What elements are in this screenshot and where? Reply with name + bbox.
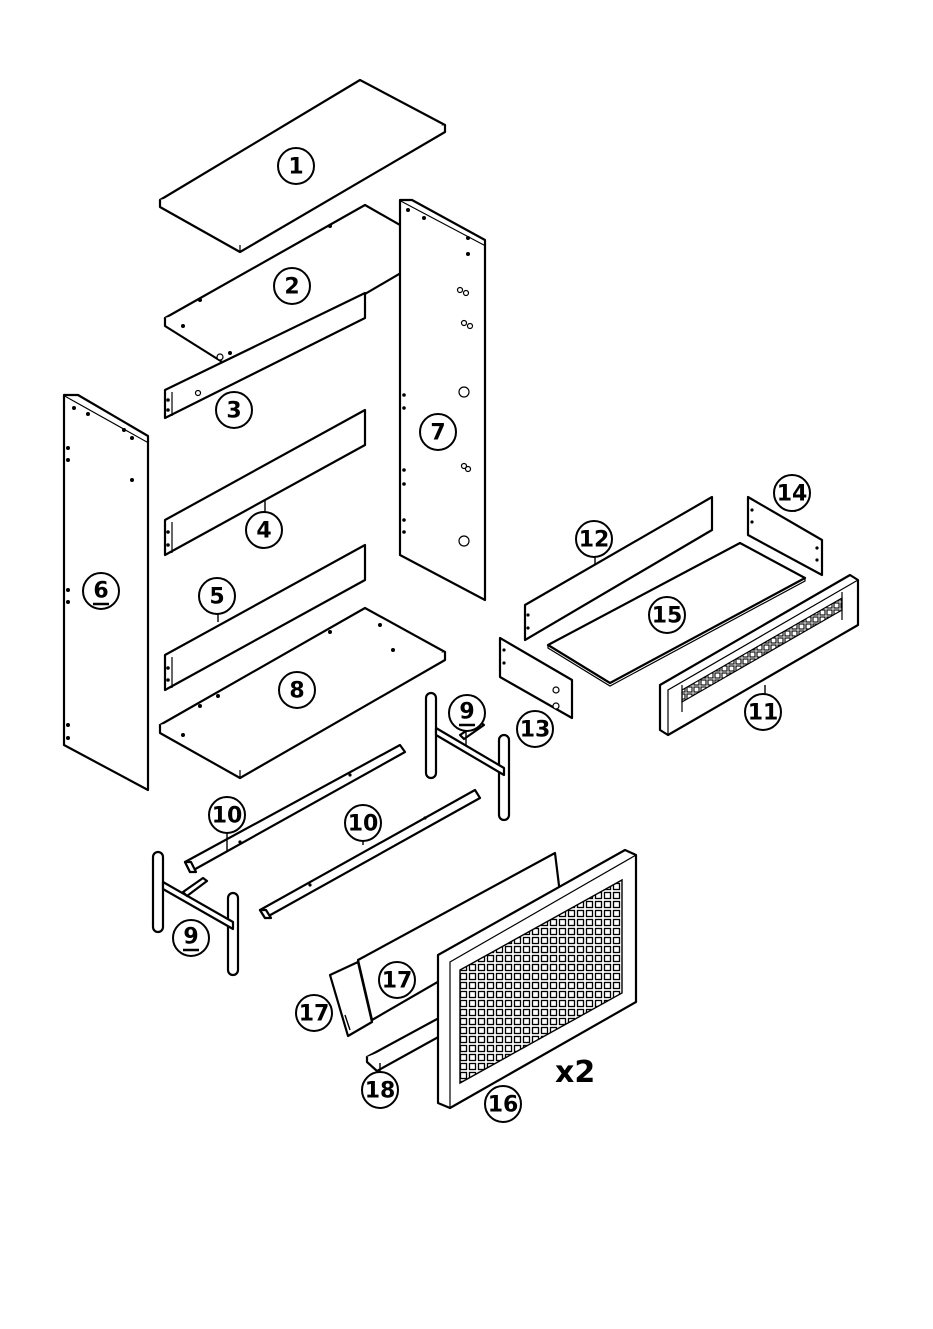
svg-text:17: 17: [382, 969, 413, 994]
svg-text:10: 10: [212, 804, 243, 829]
label-part-17-side: 17: [296, 995, 332, 1031]
label-part-8: 8: [279, 672, 315, 708]
label-part-1: 1: [278, 148, 314, 184]
part-7-side-panel: [400, 200, 485, 600]
label-part-2: 2: [274, 268, 310, 304]
quantity-multiplier: x2: [555, 1055, 595, 1090]
svg-text:14: 14: [777, 482, 808, 507]
label-part-14: 14: [774, 475, 810, 511]
label-part-7: 7: [420, 414, 456, 450]
label-part-3: 3: [216, 392, 252, 428]
svg-text:13: 13: [520, 718, 551, 743]
svg-text:2: 2: [284, 275, 299, 300]
label-part-10-upper: 10: [209, 797, 245, 833]
svg-text:15: 15: [652, 604, 683, 629]
svg-text:4: 4: [256, 519, 271, 544]
svg-text:6: 6: [93, 579, 108, 604]
label-part-18: 18: [362, 1072, 398, 1108]
svg-text:3: 3: [226, 399, 241, 424]
svg-text:1: 1: [288, 155, 303, 180]
svg-text:16: 16: [488, 1093, 519, 1118]
svg-text:11: 11: [748, 701, 779, 726]
label-part-9-right: 9: [449, 695, 485, 731]
label-part-9-left: 9: [173, 920, 209, 956]
label-part-17-front: 17: [379, 962, 415, 998]
svg-text:17: 17: [299, 1002, 330, 1027]
label-part-5: 5: [199, 578, 235, 614]
label-part-10-lower: 10: [345, 805, 381, 841]
svg-text:10: 10: [348, 812, 379, 837]
label-part-13: 13: [517, 711, 553, 747]
label-part-11: 11: [745, 694, 781, 730]
svg-text:9: 9: [459, 700, 474, 725]
svg-text:7: 7: [430, 421, 445, 446]
svg-text:8: 8: [289, 679, 304, 704]
svg-text:12: 12: [579, 528, 610, 553]
label-part-12: 12: [576, 521, 612, 557]
svg-text:18: 18: [365, 1079, 396, 1104]
label-part-16: 16: [485, 1086, 521, 1122]
svg-text:9: 9: [183, 925, 198, 950]
svg-text:5: 5: [209, 585, 224, 610]
label-part-4: 4: [246, 512, 282, 548]
label-part-15: 15: [649, 597, 685, 633]
label-part-6: 6: [83, 573, 119, 609]
